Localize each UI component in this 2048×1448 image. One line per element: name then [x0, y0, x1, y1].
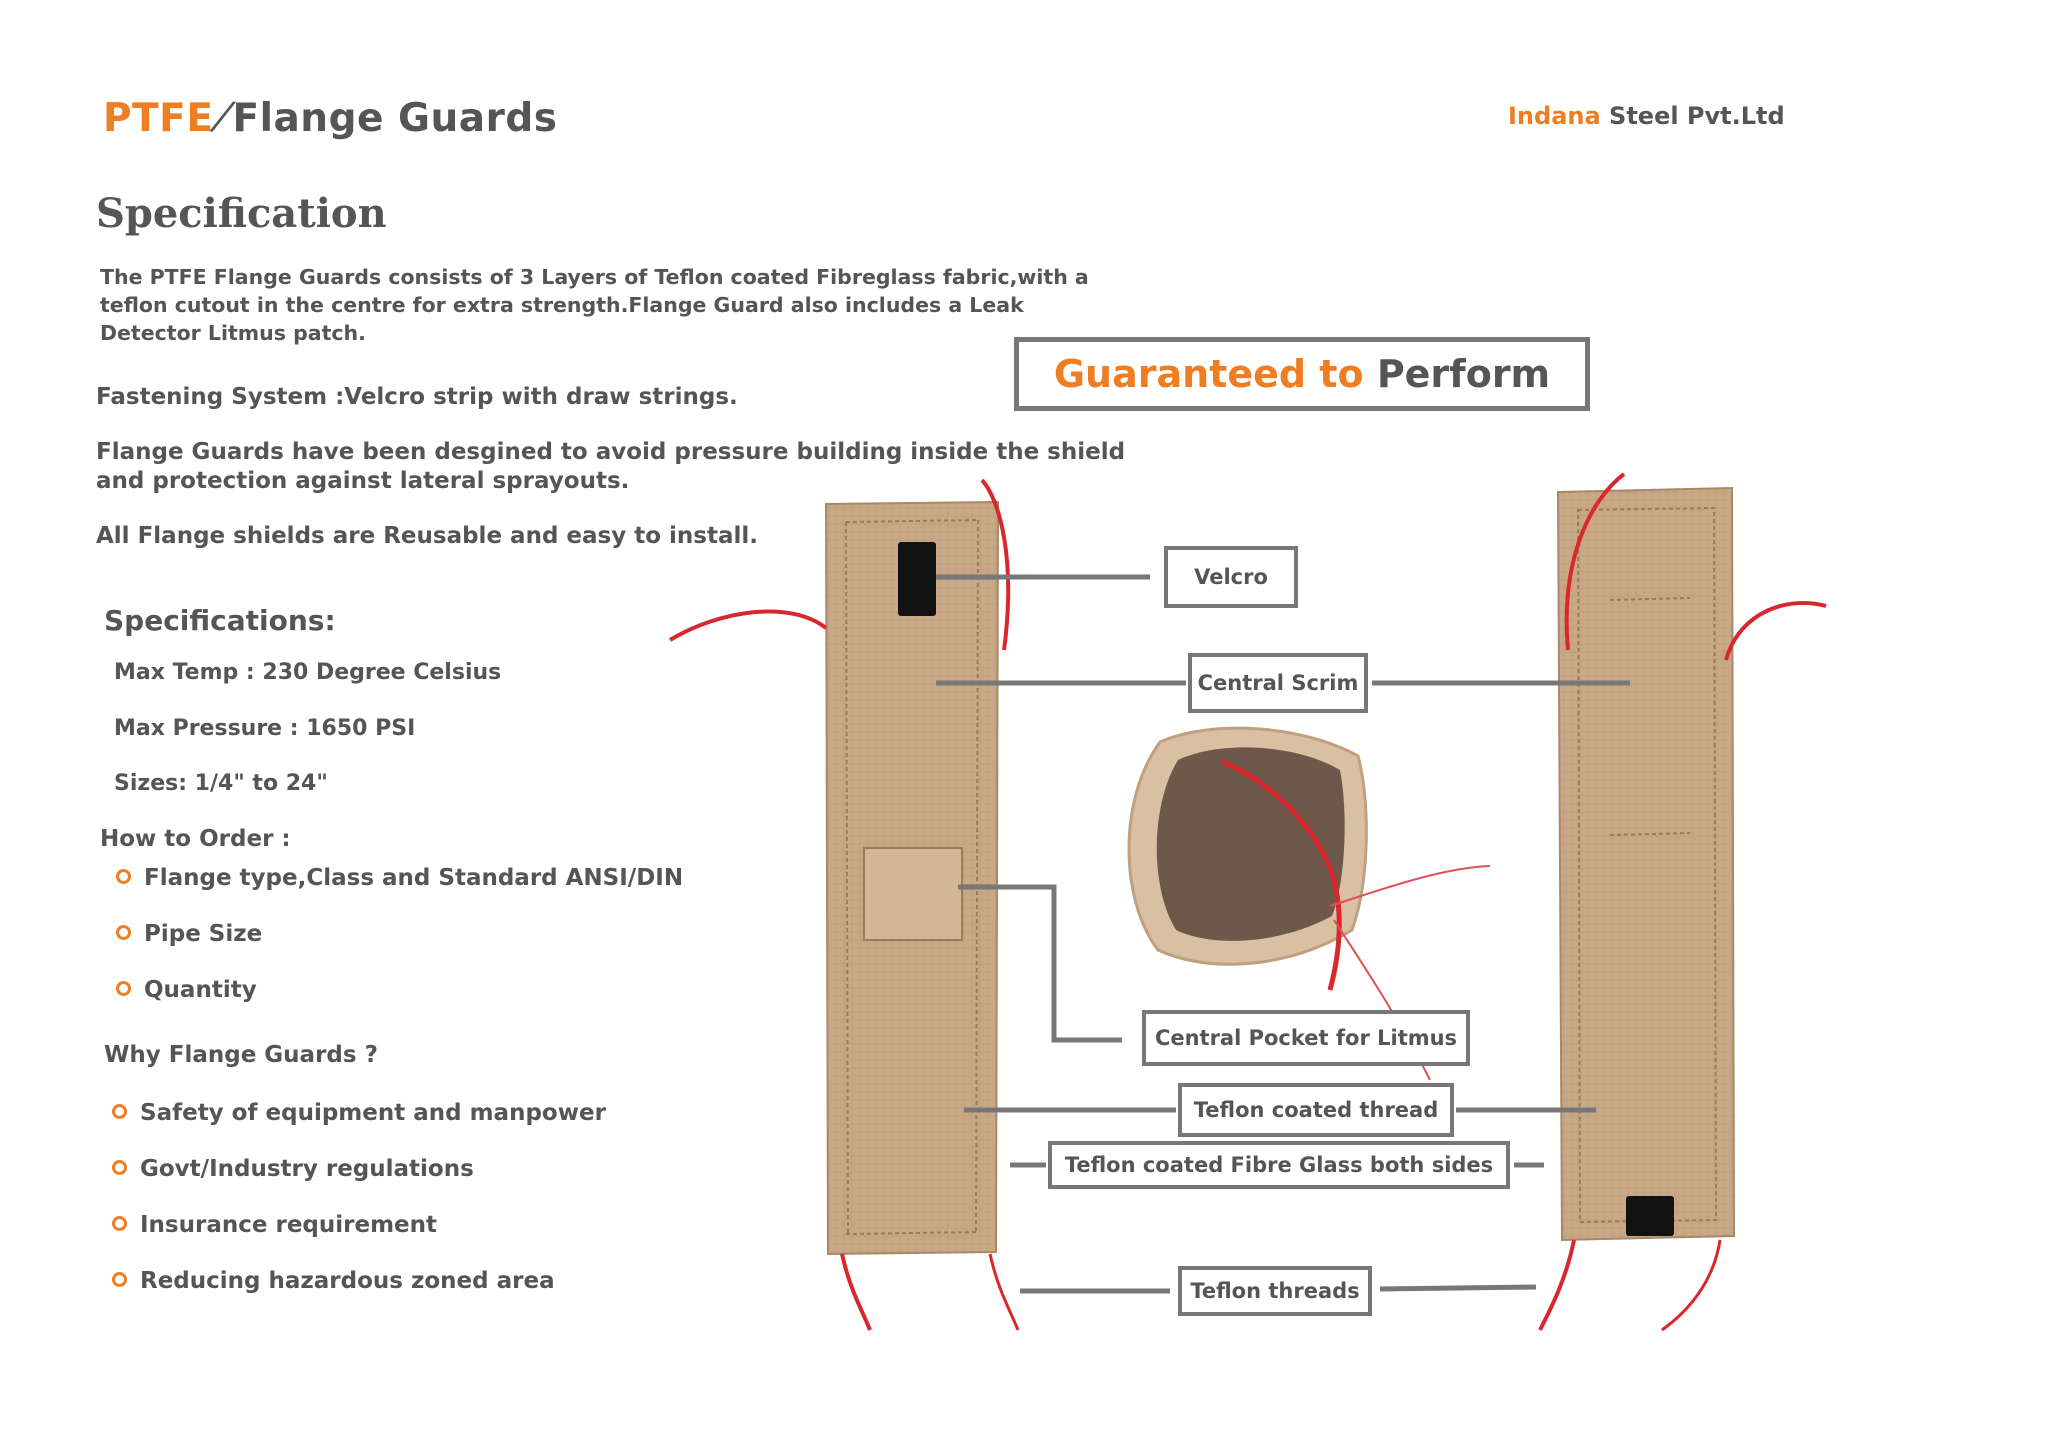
callout-teflon-threads: Teflon threads — [1178, 1266, 1372, 1316]
specifications-heading: Specifications: — [104, 604, 336, 637]
why-item-label: Reducing hazardous zoned area — [140, 1268, 555, 1294]
callout-central-scrim: Central Scrim — [1188, 653, 1368, 713]
left-flange-guard — [668, 478, 1020, 1331]
why-item: Reducing hazardous zoned area — [112, 1268, 555, 1294]
draw-string — [1221, 759, 1342, 991]
draw-string — [1564, 472, 1626, 651]
why-item-label: Safety of equipment and manpower — [140, 1100, 606, 1126]
draw-string — [1538, 1239, 1576, 1331]
draw-string — [1661, 1239, 1722, 1332]
draw-string — [980, 478, 1011, 651]
guarantee-banner: Guaranteed to Perform — [1014, 337, 1590, 411]
order-item-label: Pipe Size — [144, 921, 263, 947]
order-item: Flange type,Class and Standard ANSI/DIN — [116, 865, 683, 891]
right-flange-guard — [1538, 472, 1827, 1332]
bullet-icon — [112, 1216, 127, 1231]
draw-string — [1329, 865, 1491, 907]
fastening-text: Fastening System :Velcro strip with draw… — [96, 384, 738, 410]
bullet-icon — [112, 1160, 127, 1175]
company-name-part2: Steel Pvt.Ltd — [1609, 102, 1785, 130]
draw-string — [668, 609, 828, 642]
how-to-order-heading: How to Order : — [100, 826, 291, 852]
description-paragraph: The PTFE Flange Guards consists of 3 Lay… — [100, 265, 1089, 345]
draw-string — [988, 1253, 1020, 1331]
why-item: Safety of equipment and manpower — [112, 1100, 606, 1126]
bullet-icon — [116, 981, 131, 996]
draw-string — [840, 1253, 872, 1331]
order-item-label: Quantity — [144, 977, 257, 1003]
why-item-label: Govt/Industry regulations — [140, 1156, 474, 1182]
title-rest: Flange Guards — [232, 96, 558, 141]
reusable-note: All Flange shields are Reusable and easy… — [96, 523, 758, 549]
bullet-icon — [116, 925, 131, 940]
specification-heading: Specification — [96, 190, 387, 237]
spec-item: Sizes: 1/4" to 24" — [114, 771, 328, 796]
title-ptfe: PTFE — [103, 96, 214, 141]
draw-string — [1724, 601, 1827, 661]
callout-teflon-fibre-glass: Teflon coated Fibre Glass both sides — [1048, 1141, 1510, 1189]
bullet-icon — [112, 1104, 127, 1119]
litmus-pocket — [863, 847, 963, 941]
spec-item: Max Pressure : 1650 PSI — [114, 716, 416, 741]
velcro-strip — [1626, 1196, 1674, 1236]
title-separator: ⁄ — [219, 96, 227, 141]
velcro-strip — [898, 542, 936, 616]
why-heading: Why Flange Guards ? — [104, 1042, 378, 1068]
order-item: Pipe Size — [116, 921, 262, 947]
center-pouch — [1127, 726, 1491, 1081]
banner-part1: Guaranteed to — [1053, 352, 1364, 396]
callout-teflon-coated-thread: Teflon coated thread — [1178, 1083, 1454, 1137]
bullet-icon — [116, 869, 131, 884]
why-item: Govt/Industry regulations — [112, 1156, 474, 1182]
company-name: Indana Steel Pvt.Ltd — [1508, 102, 1785, 130]
callout-connectors — [936, 574, 1630, 1294]
page-title: PTFE⁄Flange Guards — [103, 96, 557, 141]
order-item: Quantity — [116, 977, 257, 1003]
company-name-part1: Indana — [1508, 102, 1601, 130]
spec-item: Max Temp : 230 Degree Celsius — [114, 660, 502, 685]
design-note: Flange Guards have been desgined to avoi… — [96, 439, 1126, 494]
callout-central-pocket: Central Pocket for Litmus — [1142, 1010, 1470, 1066]
order-item-label: Flange type,Class and Standard ANSI/DIN — [144, 865, 684, 891]
bullet-icon — [112, 1272, 127, 1287]
callout-velcro: Velcro — [1164, 546, 1298, 608]
banner-part2: Perform — [1376, 352, 1551, 396]
why-item: Insurance requirement — [112, 1212, 437, 1238]
why-item-label: Insurance requirement — [140, 1212, 438, 1238]
